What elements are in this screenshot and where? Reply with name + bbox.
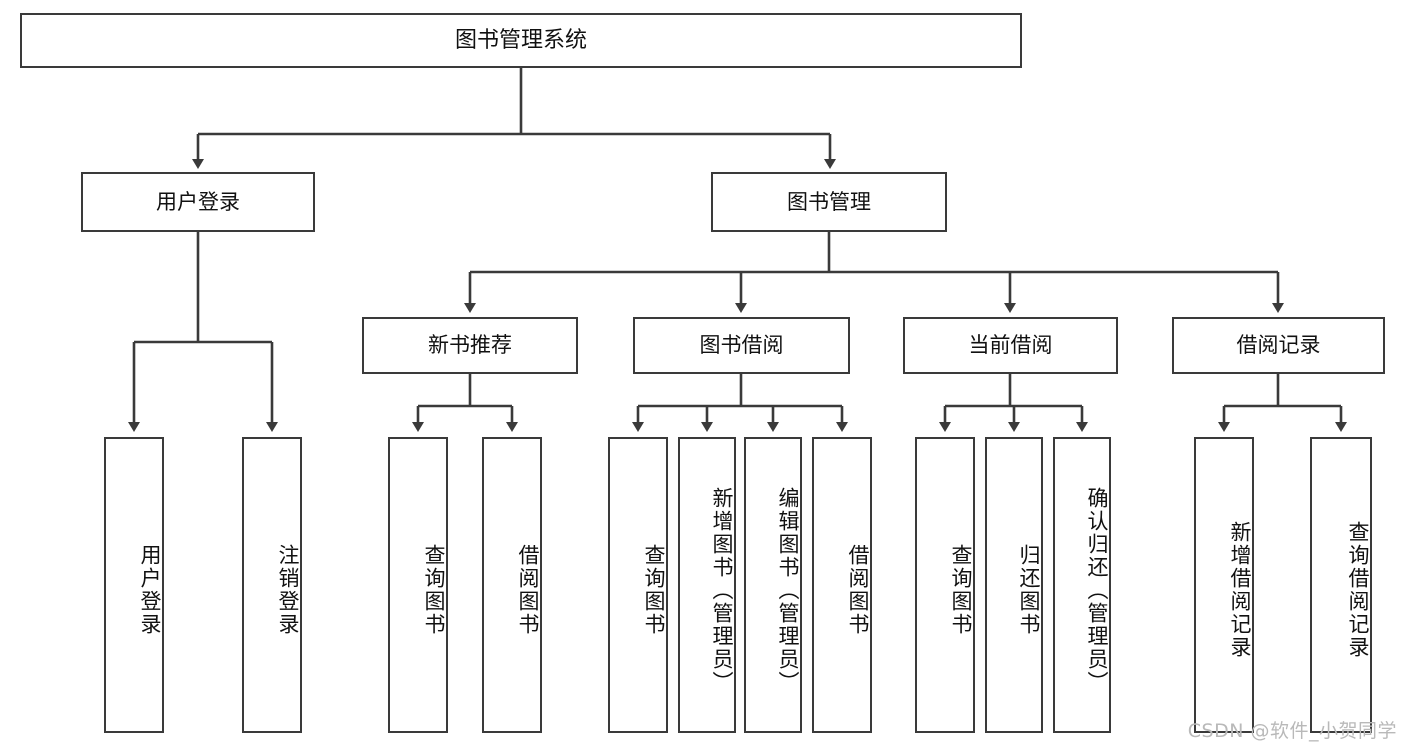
node-label: 借阅图书 bbox=[516, 544, 540, 636]
node-label: 编辑图书（管理员） bbox=[776, 486, 800, 694]
node-label: 图书管理系统 bbox=[454, 27, 587, 53]
leaf-query-book-current[interactable]: 查询图书 bbox=[915, 437, 975, 733]
leaf-add-book-admin[interactable]: 新增图书（管理员） bbox=[678, 437, 736, 733]
leaf-user-login[interactable]: 用户登录 bbox=[104, 437, 164, 733]
node-label: 查询图书 bbox=[422, 544, 446, 636]
node-label: 新增图书（管理员） bbox=[710, 486, 734, 694]
node-label: 用户登录 bbox=[156, 189, 240, 214]
node-book-management-module[interactable]: 图书管理 bbox=[711, 172, 947, 232]
node-label: 借阅图书 bbox=[846, 544, 870, 636]
node-book-borrow[interactable]: 图书借阅 bbox=[633, 317, 850, 374]
node-root-system[interactable]: 图书管理系统 bbox=[20, 13, 1022, 68]
node-label: 借阅记录 bbox=[1236, 333, 1321, 358]
leaf-query-book-borrow[interactable]: 查询图书 bbox=[608, 437, 668, 733]
leaf-add-borrow-record[interactable]: 新增借阅记录 bbox=[1194, 437, 1254, 733]
node-label: 当前借阅 bbox=[968, 333, 1053, 358]
watermark-text: CSDN @软件_小贺同学 bbox=[1187, 720, 1397, 742]
leaf-return-book[interactable]: 归还图书 bbox=[985, 437, 1043, 733]
node-label: 图书管理 bbox=[787, 189, 871, 214]
node-label: 查询图书 bbox=[949, 544, 973, 636]
node-label: 注销登录 bbox=[276, 544, 300, 636]
node-label: 查询借阅记录 bbox=[1346, 521, 1370, 659]
node-current-borrow[interactable]: 当前借阅 bbox=[903, 317, 1118, 374]
leaf-user-logout[interactable]: 注销登录 bbox=[242, 437, 302, 733]
node-user-login-module[interactable]: 用户登录 bbox=[81, 172, 315, 232]
node-label: 确认归还（管理员） bbox=[1085, 486, 1109, 694]
node-label: 新增借阅记录 bbox=[1228, 521, 1252, 659]
node-label: 查询图书 bbox=[642, 544, 666, 636]
leaf-borrow-book-recommend[interactable]: 借阅图书 bbox=[482, 437, 542, 733]
node-label: 图书借阅 bbox=[699, 333, 784, 358]
node-label: 归还图书 bbox=[1017, 544, 1041, 636]
leaf-borrow-book[interactable]: 借阅图书 bbox=[812, 437, 872, 733]
node-new-book-recommend[interactable]: 新书推荐 bbox=[362, 317, 578, 374]
node-label: 新书推荐 bbox=[428, 333, 512, 358]
node-borrow-records[interactable]: 借阅记录 bbox=[1172, 317, 1385, 374]
node-label: 用户登录 bbox=[138, 544, 162, 636]
leaf-confirm-return-admin[interactable]: 确认归还（管理员） bbox=[1053, 437, 1111, 733]
leaf-query-book-recommend[interactable]: 查询图书 bbox=[388, 437, 448, 733]
leaf-query-borrow-record[interactable]: 查询借阅记录 bbox=[1310, 437, 1372, 733]
leaf-edit-book-admin[interactable]: 编辑图书（管理员） bbox=[744, 437, 802, 733]
